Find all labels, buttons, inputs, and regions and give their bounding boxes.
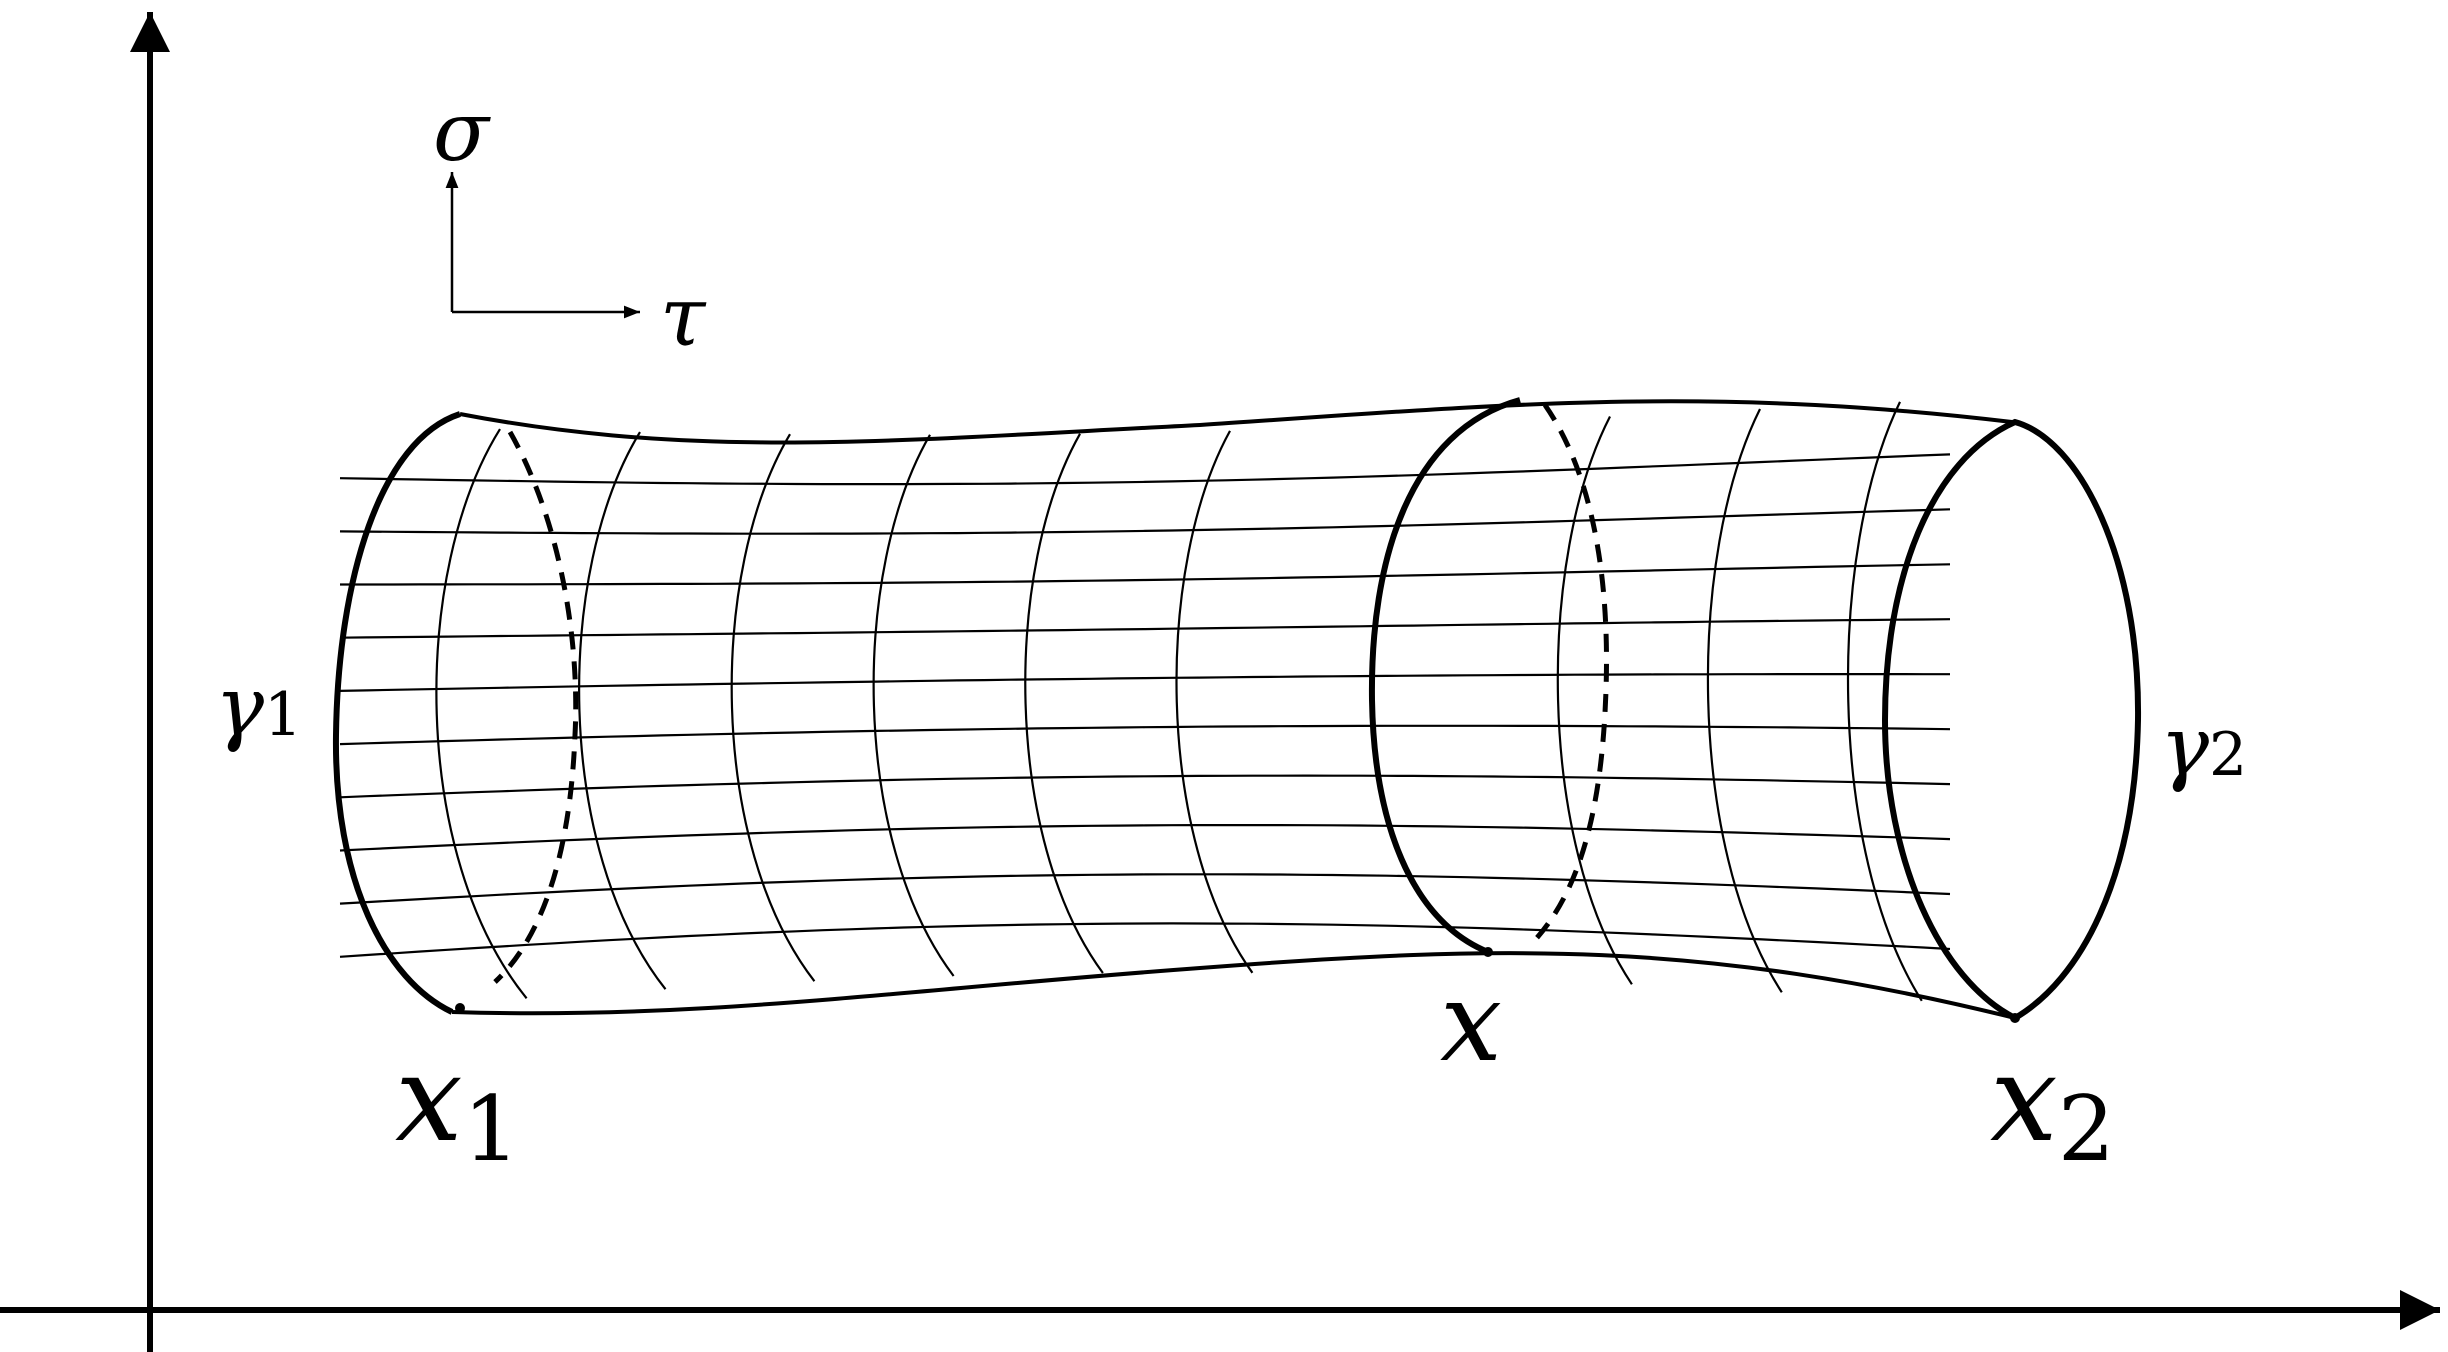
- grid-line-longitudinal: [339, 774, 1951, 799]
- grid-line-longitudinal: [340, 563, 1951, 586]
- grid-line-longitudinal: [339, 824, 1951, 852]
- x-point: [1483, 947, 1493, 957]
- grid-line-transverse: [578, 431, 667, 990]
- grid-line-longitudinal: [339, 873, 1951, 905]
- x2-point: [2010, 1013, 2020, 1023]
- grid-line-transverse: [435, 428, 528, 999]
- grid-line-transverse: [1175, 430, 1254, 974]
- gamma1-loop-front: [332, 411, 461, 1015]
- gamma1-loop-back: [493, 430, 579, 984]
- gamma2-loop: [1881, 418, 2142, 1022]
- worldsheet-grid: [339, 401, 1951, 1002]
- coordinate-indicator: [445, 172, 640, 319]
- x1-point: [455, 1003, 465, 1013]
- grid-line-longitudinal: [339, 724, 1951, 746]
- worldsheet-outline: [451, 399, 2016, 1020]
- tau-label: τ: [660, 270, 707, 365]
- x1-label: x1: [395, 1030, 520, 1182]
- grid-line-longitudinal: [339, 673, 1950, 692]
- grid-line-transverse: [872, 434, 955, 977]
- grid-line-transverse: [1556, 415, 1633, 985]
- tube-bottom-edge: [451, 951, 2016, 1020]
- grid-line-transverse: [1846, 401, 1923, 1002]
- x2-label: x2: [1990, 1030, 2115, 1182]
- grid-line-transverse: [1706, 408, 1783, 993]
- tube-top-edge: [459, 399, 2013, 445]
- x-loop-back: [1533, 403, 1609, 942]
- grid-line-longitudinal: [339, 453, 1951, 486]
- grid-line-longitudinal: [339, 508, 1951, 535]
- grid-line-transverse: [730, 433, 816, 982]
- gamma1-label: γ1: [215, 660, 302, 755]
- x-label: x: [1440, 958, 1502, 1086]
- sigma-label: σ: [433, 85, 491, 180]
- grid-line-transverse: [1024, 433, 1104, 974]
- x-loop-front: [1368, 397, 1521, 955]
- grid-line-longitudinal: [339, 618, 1951, 639]
- gamma2-label: γ2: [2160, 700, 2247, 795]
- grid-line-longitudinal: [339, 922, 1951, 958]
